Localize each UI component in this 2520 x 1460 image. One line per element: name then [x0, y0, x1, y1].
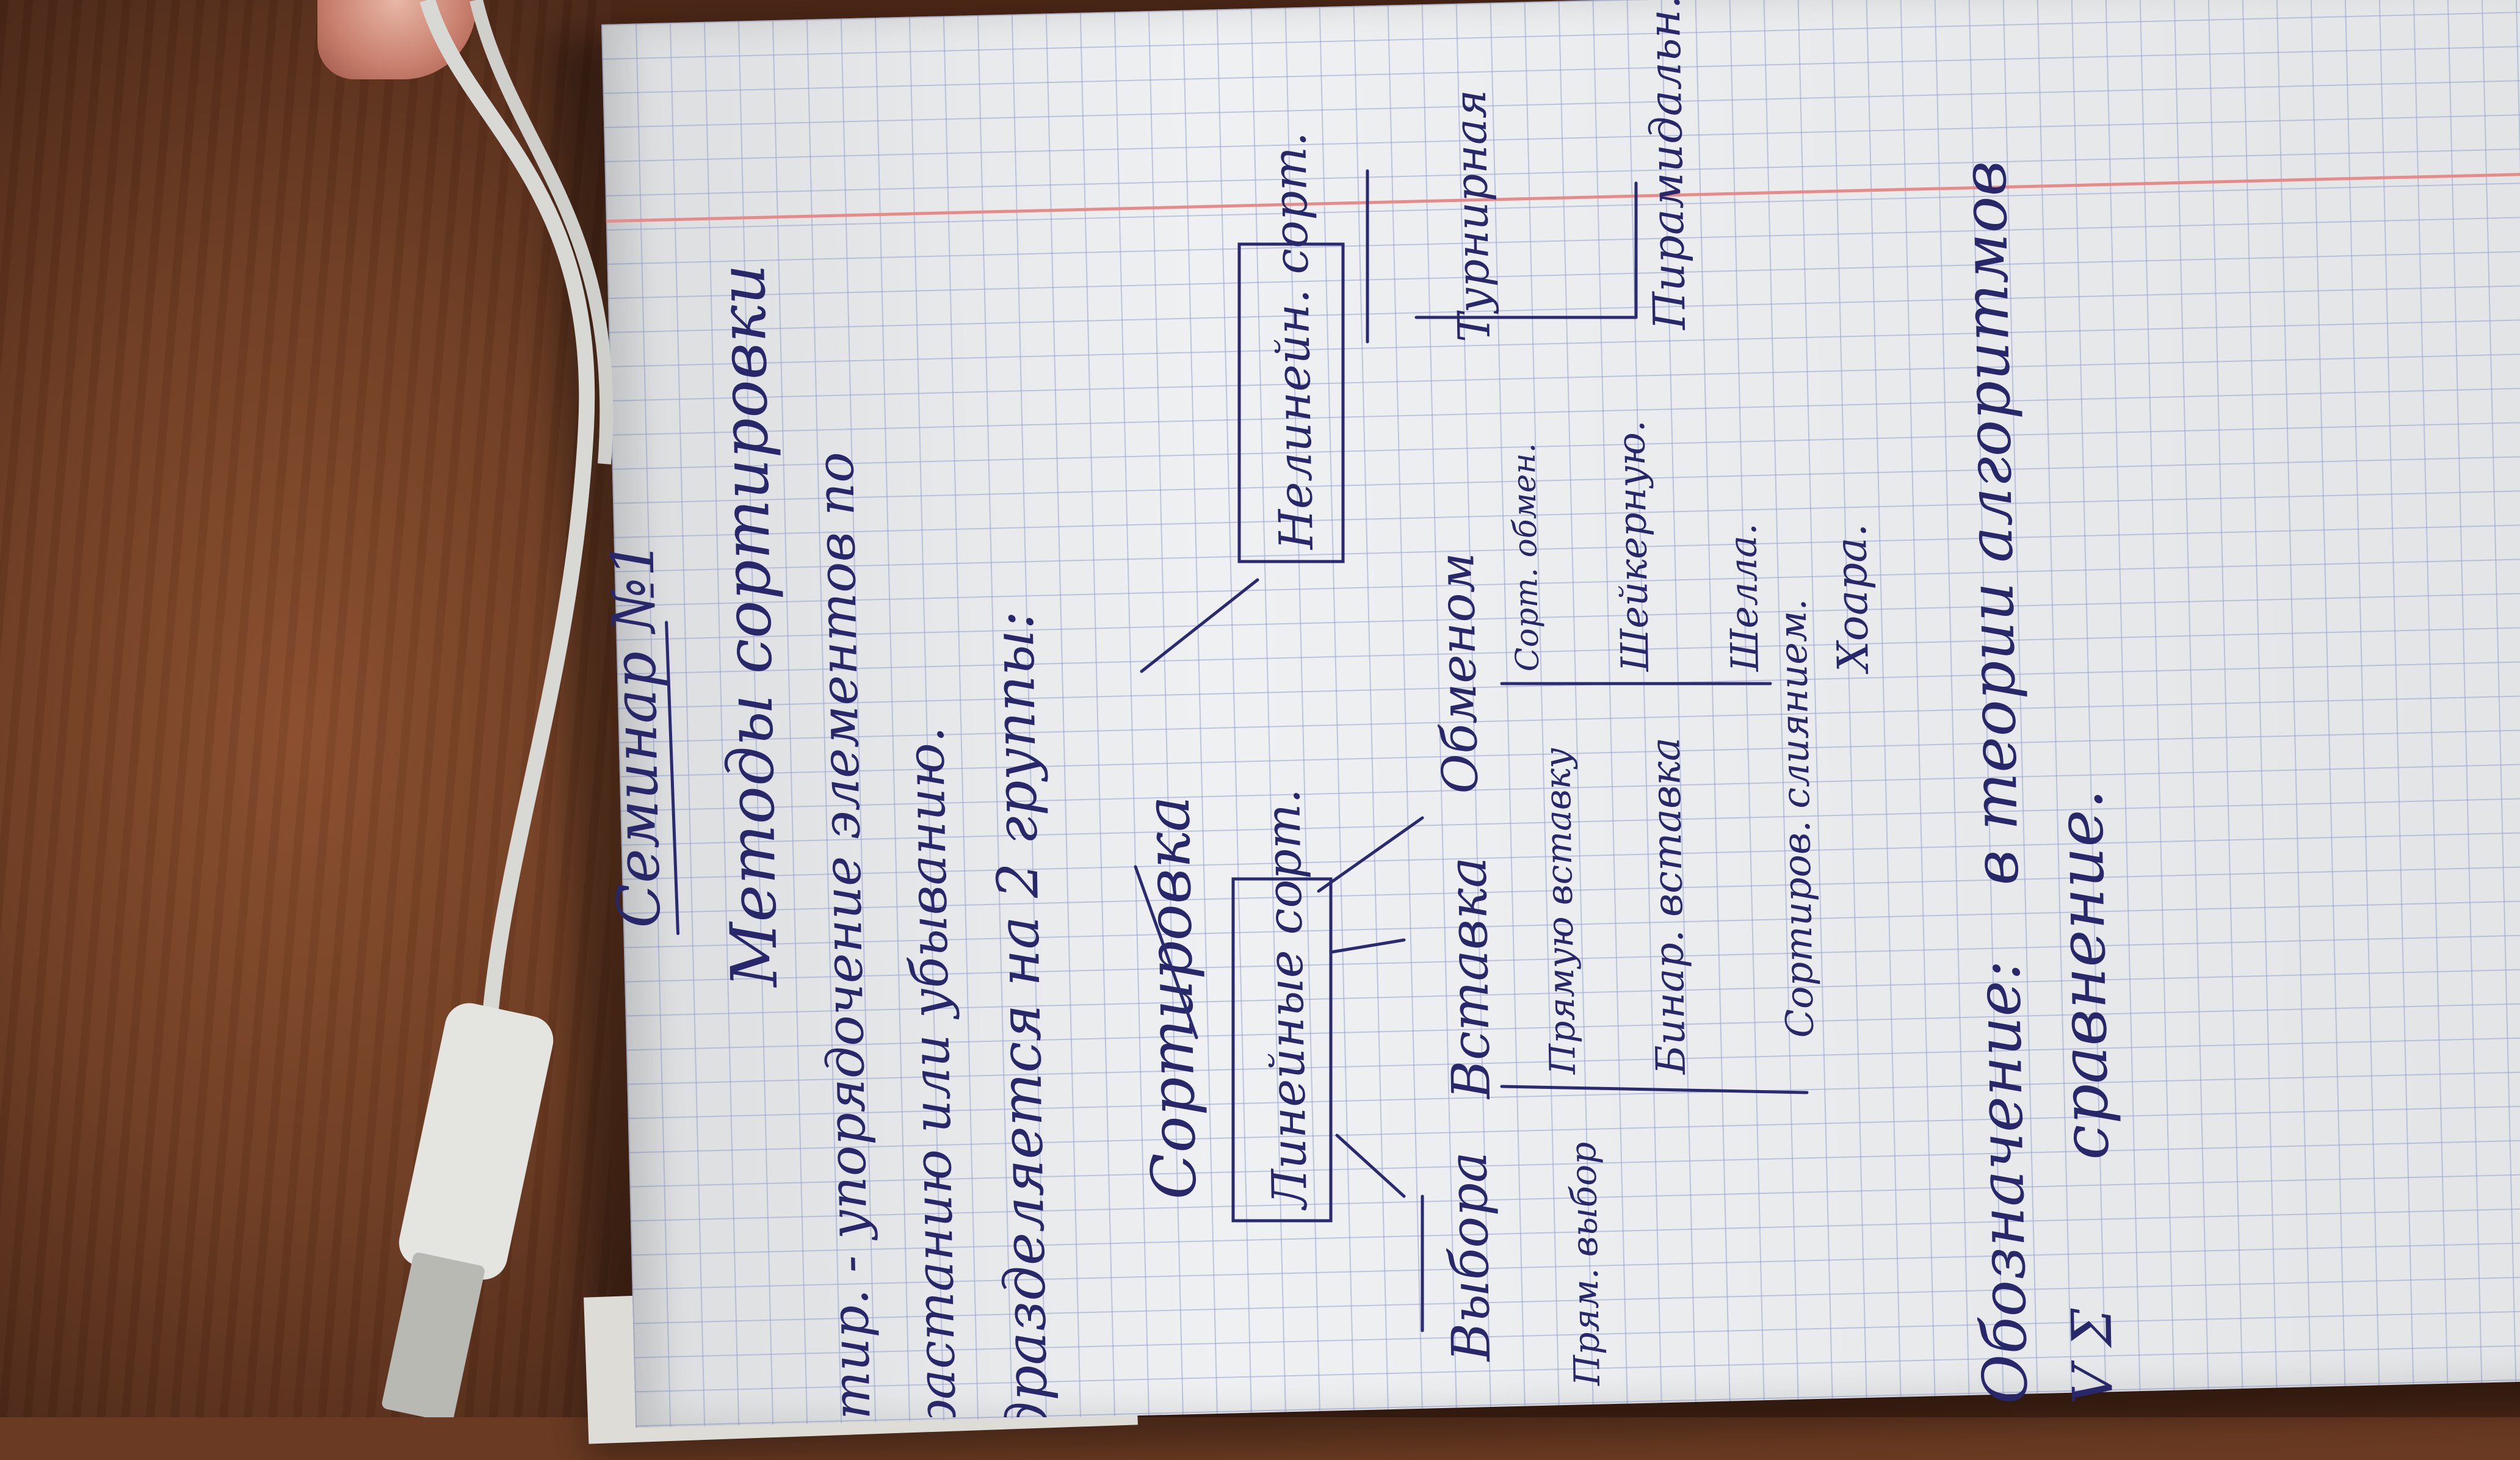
definition-line-2: возрастанию или убыванию. — [896, 726, 969, 1417]
linear-group-label: Линейные сорт. — [1256, 788, 1318, 1212]
sub-hoare-sort: Хоара. — [1826, 523, 1878, 675]
sub-merge-sort: Сортиров. слиянием. — [1770, 598, 1822, 1038]
notation-symbols: V Σ — [2060, 1307, 2126, 1404]
heading-text: Методы сортировки — [704, 264, 792, 989]
notation-line-1-end: в теории алгоритмов — [1948, 160, 2032, 886]
usb-plug — [382, 1003, 554, 1417]
linear-group-box — [1231, 877, 1333, 1223]
method-insertion: Вставка — [1437, 856, 1502, 1101]
tree-connectors — [1134, 169, 1809, 1332]
handwriting-layer: Семинар №1 Методы сортировки Сортир. - у… — [598, 0, 2126, 1417]
sub-direct-selection: Прям. выбор — [1562, 1141, 1608, 1387]
definition-line-1: Сортир. - упорядочение элементов по — [805, 452, 884, 1417]
title-text: Семинар №1 — [598, 540, 673, 929]
root-label: Сортировка — [1132, 795, 1211, 1201]
method-exchange: Обменом — [1428, 552, 1489, 794]
sub-shell-sort: Шелла. — [1720, 523, 1767, 673]
sub-direct-insertion: Прямую вставку — [1537, 747, 1584, 1075]
nonlinear-group-box — [1237, 242, 1345, 563]
nonlinear-heap: Пирамидальн. — [1638, 0, 1695, 331]
method-selection: Выбора — [1438, 1151, 1502, 1364]
nonlinear-tournament: Турнирная — [1444, 89, 1500, 342]
notation-label: Обозначение: — [1962, 959, 2041, 1405]
notation-line-2: сравнение. — [2042, 789, 2123, 1161]
nonlinear-group-label: Нелинейн. сорт. — [1262, 132, 1323, 552]
sub-shaker-sort: Шейкерную. — [1609, 420, 1657, 673]
division-line: Подразделяется на 2 группы: — [980, 610, 1062, 1417]
sub-binary-insertion: Бинар. вставка — [1642, 737, 1695, 1076]
usb-cable — [382, 0, 614, 1417]
sub-exchange-sort: Сорт. обмен. — [1505, 443, 1546, 671]
title-underline — [665, 621, 680, 935]
